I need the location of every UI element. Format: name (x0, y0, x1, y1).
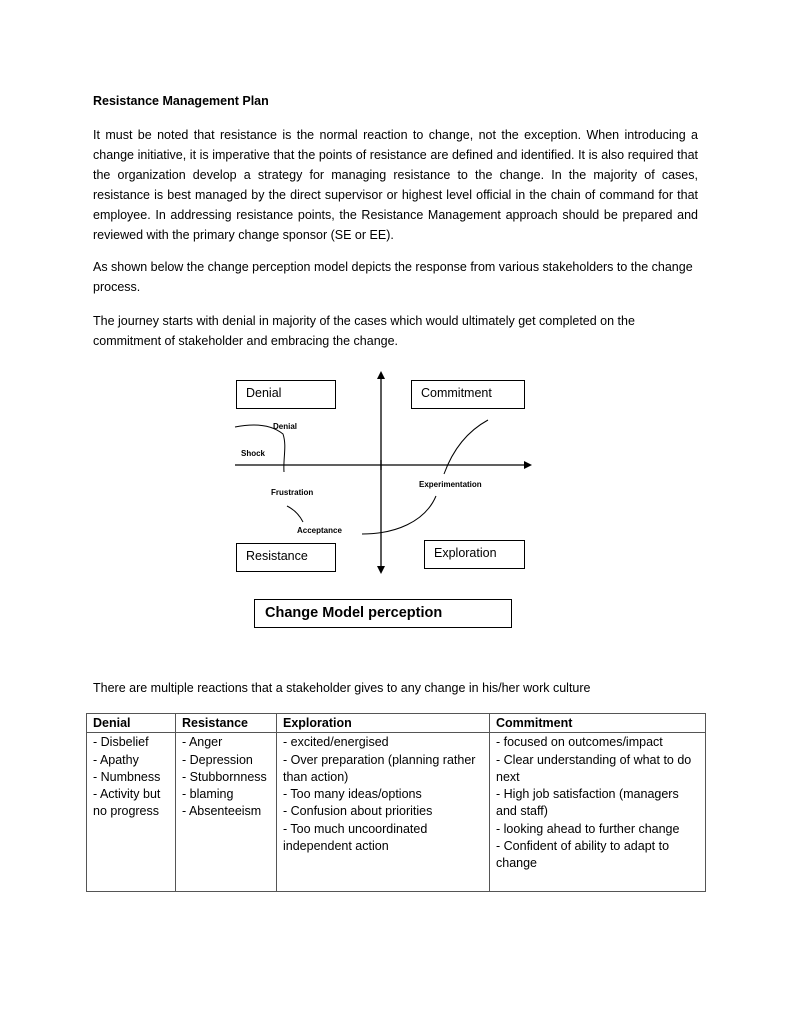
list-item: - excited/energised (283, 735, 389, 750)
model-description-paragraph: As shown below the change perception mod… (93, 260, 693, 294)
list-item: - Stubbornness (182, 769, 267, 784)
list-item: - Anger (182, 735, 223, 750)
intro-paragraph: It must be noted that resistance is the … (93, 128, 698, 242)
journey-paragraph: The journey starts with denial in majori… (93, 314, 635, 348)
list-item: - Clear understanding of what to do next (496, 752, 692, 784)
header-resistance: Resistance (175, 712, 277, 734)
curve-denial-shock (234, 424, 286, 473)
list-item: - Depression (182, 752, 253, 767)
list-item: - Too much uncoordinated independent act… (283, 821, 428, 854)
list-item: - Too many ideas/options (283, 787, 422, 802)
curve-commitment (443, 419, 489, 475)
list-item: - Over preparation (planning rather than… (283, 752, 476, 784)
quadrant-denial-box: Denial (236, 380, 336, 409)
reactions-intro-paragraph: There are multiple reactions that a stak… (93, 681, 591, 695)
header-denial: Denial (86, 712, 176, 734)
curve-label-frustration: Frustration (271, 488, 314, 497)
reactions-table: Denial Resistance Exploration Commitment… (86, 712, 706, 893)
list-item: - focused on outcomes/impact (496, 735, 663, 750)
section-heading: Resistance Management Plan (93, 94, 269, 108)
header-exploration: Exploration (276, 712, 490, 734)
diagram-caption: Change Model perception (254, 599, 512, 628)
cell-denial: - Disbelief - Apathy - Numbness - Activi… (86, 732, 176, 893)
list-item: - blaming (182, 787, 234, 802)
table-header-row: Denial Resistance Exploration Commitment (86, 712, 706, 734)
curve-acceptance-experimentation (361, 495, 437, 535)
cell-resistance: - Anger - Depression - Stubbornness - bl… (175, 732, 277, 893)
quadrant-resistance-box: Resistance (236, 543, 336, 572)
cell-exploration: - excited/energised - Over preparation (… (276, 732, 490, 893)
list-item: - Disbelief (93, 735, 149, 750)
list-item: - Numbness (93, 769, 161, 784)
list-item: - Activity but no progress (93, 787, 161, 819)
list-item: - Absenteeism (182, 804, 262, 819)
list-item: - looking ahead to further change (496, 821, 680, 836)
curve-label-experimentation: Experimentation (419, 480, 482, 489)
curve-label-acceptance: Acceptance (297, 526, 342, 535)
curve-frustration (286, 505, 304, 523)
list-item: - High job satisfaction (managers and st… (496, 787, 679, 819)
header-commitment: Commitment (489, 712, 706, 734)
quadrant-commitment-box: Commitment (411, 380, 525, 409)
list-item: - Confusion about priorities (283, 804, 433, 819)
quadrant-exploration-box: Exploration (424, 540, 525, 569)
table-row: - Disbelief - Apathy - Numbness - Activi… (86, 732, 706, 893)
curve-label-denial: Denial (273, 422, 298, 431)
list-item: - Apathy (93, 752, 139, 767)
curve-label-shock: Shock (241, 449, 266, 458)
cell-commitment: - focused on outcomes/impact - Clear und… (489, 732, 706, 893)
list-item: - Confident of ability to adapt to chang… (496, 839, 670, 871)
